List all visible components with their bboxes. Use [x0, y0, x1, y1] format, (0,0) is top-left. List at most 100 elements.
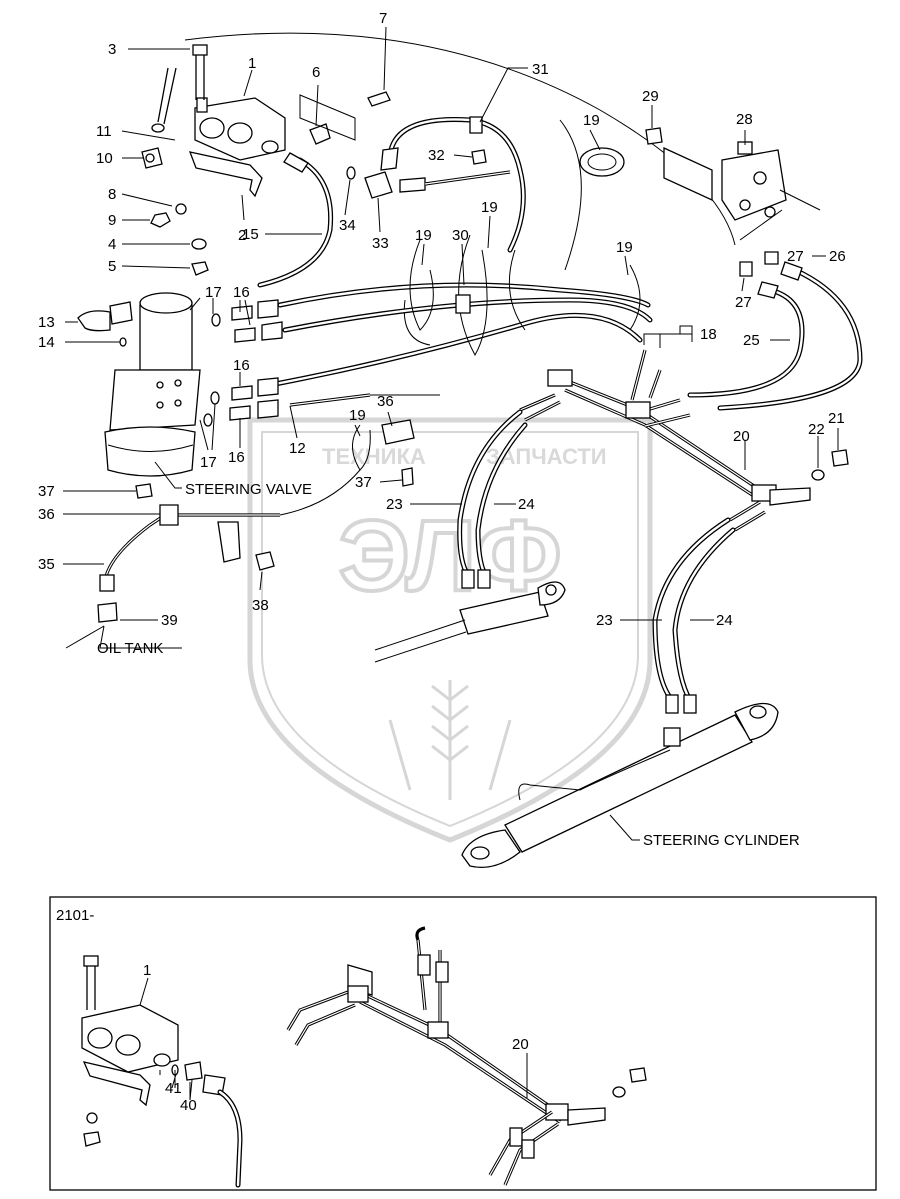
clamp-19-c	[629, 264, 641, 331]
o-ring-34	[346, 166, 356, 180]
callout-7: 7	[379, 10, 387, 27]
callout-30: 30	[452, 227, 469, 244]
inset-tube-assembly-20	[286, 926, 606, 1186]
callout-23-a: 23	[386, 496, 403, 513]
callout-23-b: 23	[596, 612, 613, 629]
bolt-29	[645, 127, 663, 145]
o-ring-17-c	[203, 413, 213, 427]
steering-cylinder-upper	[374, 581, 566, 663]
nut-38	[255, 551, 275, 571]
inset-callout-20: 20	[512, 1036, 529, 1053]
clamp-19-b	[508, 249, 526, 331]
callout-32: 32	[428, 147, 445, 164]
callout-6: 6	[312, 64, 320, 81]
callout-4: 4	[108, 236, 116, 253]
bolt-21	[831, 449, 849, 467]
steering-valve-body	[104, 292, 201, 477]
callout-37-b: 37	[38, 483, 55, 500]
bracket-38	[217, 521, 241, 563]
callout-19-d: 19	[349, 407, 366, 424]
callout-19-b: 19	[481, 199, 498, 216]
label-steering-cylinder: STEERING CYLINDER	[643, 832, 800, 849]
bolt-3	[192, 44, 208, 100]
callout-27-b: 27	[735, 294, 752, 311]
clamp-30	[458, 234, 488, 357]
steering-unit-valve-1	[194, 97, 286, 161]
priority-valve-28	[721, 141, 821, 241]
bolt-32	[471, 149, 487, 165]
bracket-29	[663, 146, 713, 202]
inset-2101: 2101-	[49, 896, 877, 1191]
hose-35-fitting	[99, 574, 115, 592]
callout-19-top: 19	[583, 112, 600, 129]
bolt-37-a	[401, 467, 414, 487]
elbow-33	[364, 171, 426, 199]
callout-19-c: 19	[616, 239, 633, 256]
callout-19-a: 19	[415, 227, 432, 244]
callout-14: 14	[38, 334, 55, 351]
callout-33: 33	[372, 235, 389, 252]
washer-8	[175, 203, 187, 215]
steering-cylinder	[461, 702, 779, 869]
inset-callout-40: 40	[180, 1097, 197, 1114]
callout-34: 34	[339, 217, 356, 234]
callout-12: 12	[289, 440, 306, 457]
callout-22: 22	[808, 421, 825, 438]
callout-17-b: 17	[200, 454, 217, 471]
inset-callout-1: 1	[143, 962, 151, 979]
plate-6	[299, 94, 356, 141]
callout-2: 2	[238, 227, 246, 244]
callout-26: 26	[829, 248, 846, 265]
callout-38: 38	[252, 597, 269, 614]
watermark-wheat-icon	[388, 680, 512, 800]
callout-8: 8	[108, 186, 116, 203]
fitting-16-c	[231, 377, 279, 401]
inset-adapter-40	[184, 1061, 203, 1081]
callout-5: 5	[108, 258, 116, 275]
callouts: 3 1 7 6 11 10 8 9 4 5 2 15 34 33 31 32 1…	[38, 10, 846, 629]
callout-13: 13	[38, 314, 55, 331]
washer-4	[191, 238, 207, 250]
label-steering-valve: STEERING VALVE	[185, 481, 312, 498]
callout-21: 21	[828, 410, 845, 427]
inset-bolt	[629, 1067, 647, 1083]
callout-16-d: 16	[228, 449, 245, 466]
washer-22	[811, 469, 825, 481]
callout-10: 10	[96, 150, 113, 167]
watermark	[247, 417, 653, 843]
callout-18: 18	[700, 326, 717, 343]
clamp-31	[469, 116, 483, 134]
nut-9	[150, 212, 171, 228]
fitting-16-d	[229, 399, 279, 421]
callout-15-text: 15	[242, 226, 259, 243]
label-oil-tank: OIL TANK	[97, 640, 163, 657]
inset-frame	[49, 896, 877, 1191]
callout-36-b: 36	[38, 506, 55, 523]
callout-29: 29	[642, 88, 659, 105]
hose-15-fitting	[283, 152, 309, 173]
steering-tube-assembly-20	[519, 349, 811, 532]
callout-24-b: 24	[716, 612, 733, 629]
bolt-37-b	[135, 483, 153, 499]
inset-valve-1	[81, 955, 179, 1147]
callout-31: 31	[532, 61, 549, 78]
bolt-7	[367, 91, 391, 107]
callout-37-a: 37	[355, 474, 372, 491]
fitting-16-b	[234, 321, 283, 343]
callout-39: 39	[161, 612, 178, 629]
callout-36-a: 36	[377, 393, 394, 410]
watermark-text-left: ТЕХНИКА	[322, 444, 426, 469]
leader-lines	[63, 26, 839, 841]
callout-20: 20	[733, 428, 750, 445]
elbow-13	[77, 301, 133, 332]
clamp-36-a	[381, 419, 415, 445]
hose-bundle	[267, 282, 653, 407]
callout-9: 9	[108, 212, 116, 229]
elbow-fitting-10	[141, 147, 163, 169]
callout-27-a: 27	[787, 248, 804, 265]
o-ring-17-a	[211, 313, 221, 327]
pipe-11	[151, 67, 177, 133]
